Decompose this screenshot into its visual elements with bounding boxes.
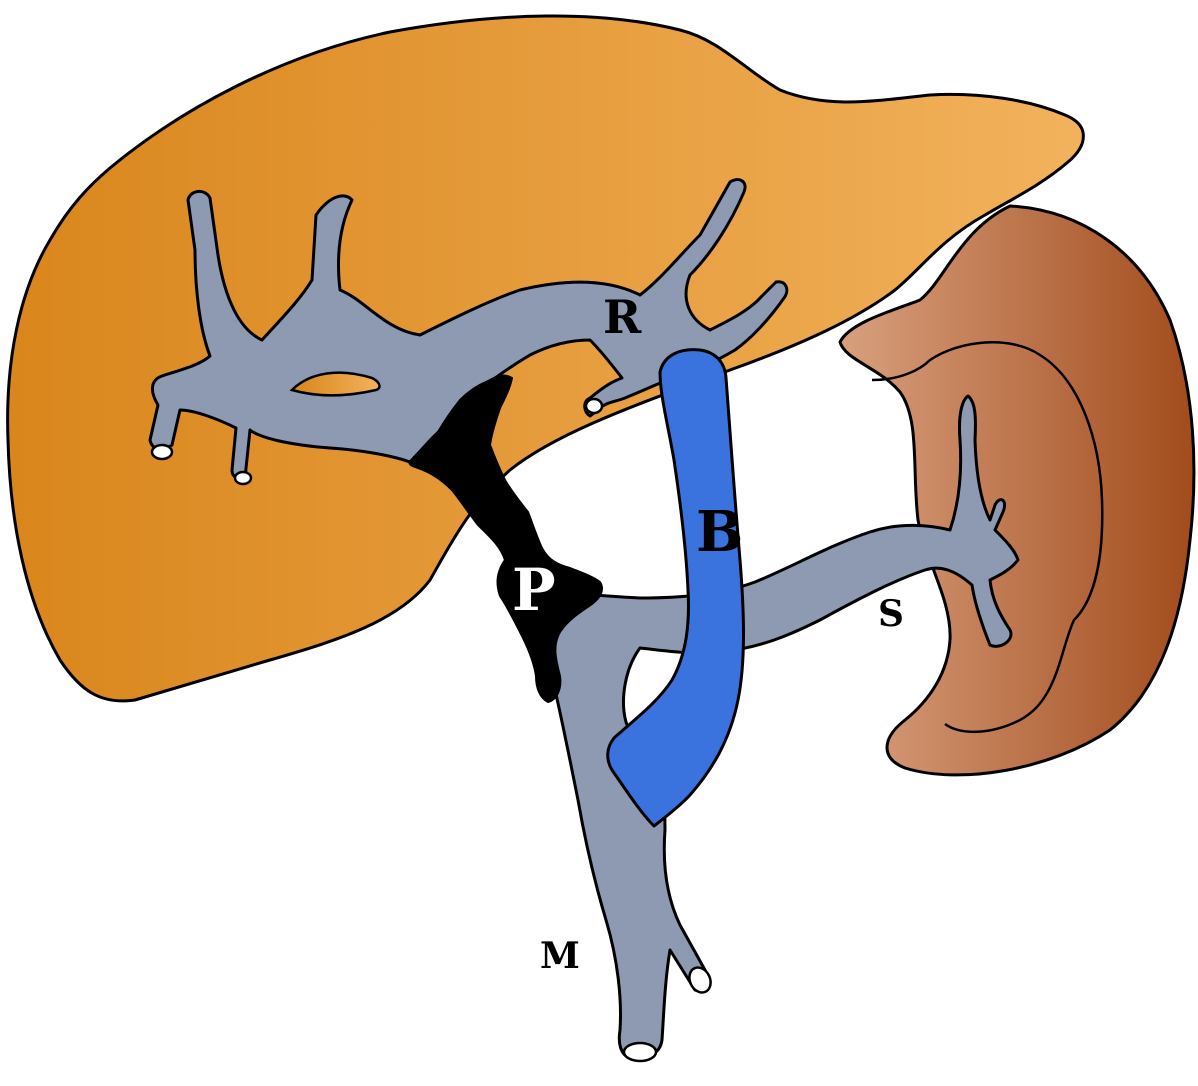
label-s: S <box>878 593 904 635</box>
label-b: B <box>696 499 743 565</box>
label-r: R <box>603 290 642 344</box>
vessel-opening <box>235 472 251 484</box>
label-m: M <box>540 935 580 977</box>
vessel-opening <box>624 1043 656 1061</box>
vessel-opening <box>586 399 602 413</box>
label-p: P <box>512 556 556 624</box>
bypass-shunt <box>608 350 744 826</box>
vessel-opening <box>152 445 172 459</box>
